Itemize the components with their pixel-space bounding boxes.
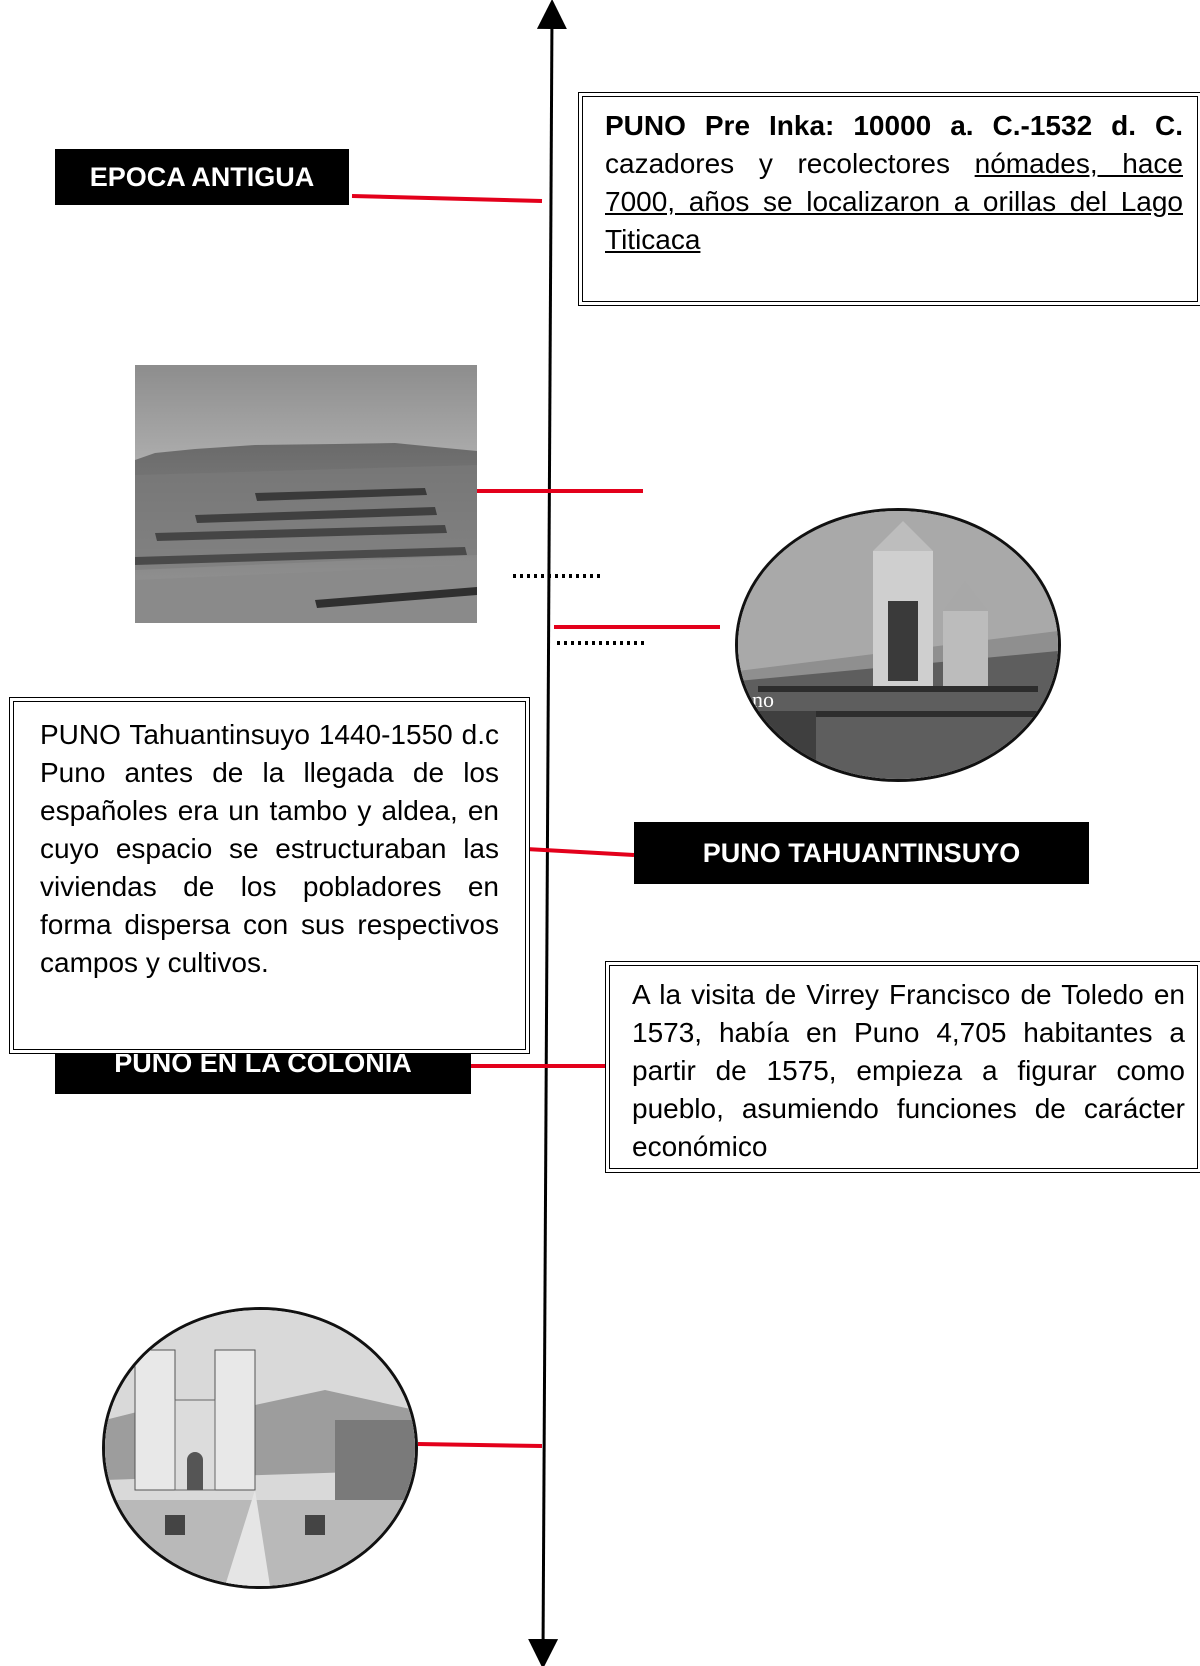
pre-inka-text-plain: cazadores y recolectores <box>605 148 950 179</box>
chapel-photo: no <box>735 508 1061 782</box>
pre-inka-text: PUNO Pre Inka: 10000 a. C.-1532 d. C. ca… <box>583 97 1197 259</box>
label-epoca-antigua: EPOCA ANTIGUA <box>55 149 349 205</box>
timeline-axis <box>528 0 567 1666</box>
label-puno-tahuantinsuyo: PUNO TAHUANTINSUYO <box>634 822 1089 884</box>
pre-inka-text-underlined: nómades, hace 7000, años se localizaron … <box>605 148 1183 255</box>
pre-inka-title: PUNO Pre Inka: 10000 a. C.-1532 d. C. <box>605 110 1183 141</box>
text-box-tahuantinsuyo: PUNO Tahuantinsuyo 1440-1550 d.c Puno an… <box>9 697 530 1054</box>
plaza-photo <box>102 1307 418 1589</box>
colonia-text: A la visita de Virrey Francisco de Toled… <box>632 979 1185 1162</box>
tahuantinsuyo-text: PUNO Tahuantinsuyo 1440-1550 d.c Puno an… <box>40 719 499 978</box>
terraces-photo <box>135 365 477 623</box>
connector-epoca-antigua <box>351 194 543 203</box>
chapel-photo-corner-text: no <box>752 687 774 712</box>
text-box-pre-inka: PUNO Pre Inka: 10000 a. C.-1532 d. C. ca… <box>578 92 1200 306</box>
connector-tahuantinsuyo <box>525 847 635 857</box>
text-box-colonia: A la visita de Virrey Francisco de Toled… <box>605 961 1200 1173</box>
connector-plaza-photo <box>417 1442 543 1448</box>
